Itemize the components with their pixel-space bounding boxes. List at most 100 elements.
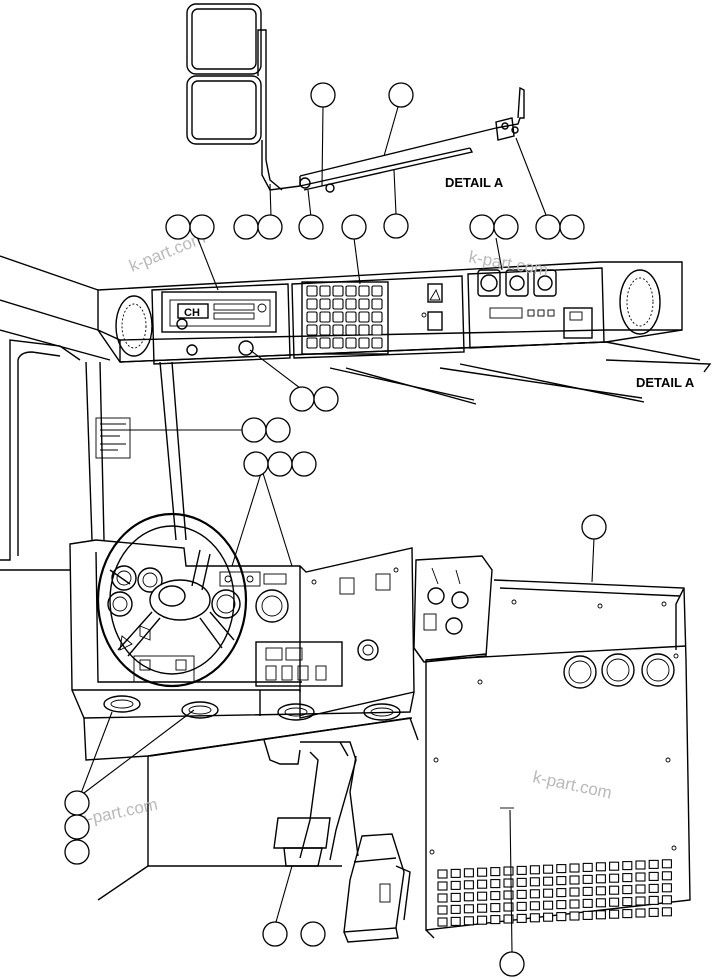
grille-slot (490, 915, 501, 925)
grille-slot (556, 900, 567, 910)
grille-slot (516, 877, 527, 887)
side-switch-box (413, 555, 493, 663)
grille-slot (648, 871, 659, 881)
grille-slot (463, 916, 474, 926)
grille-slot (609, 873, 620, 883)
grille-slot (622, 861, 633, 871)
callout-balloon (469, 214, 495, 240)
grille-slot (503, 866, 514, 876)
grille-slot (516, 913, 527, 923)
keypad-key (306, 324, 318, 336)
keypad-key (319, 337, 331, 349)
callout-balloon (262, 921, 288, 947)
keypad-key (358, 298, 370, 310)
grille-slot (450, 892, 461, 902)
keypad-key (358, 324, 370, 336)
switch-panel (291, 275, 465, 359)
steering-wheel (96, 512, 248, 688)
keypad-key (345, 324, 357, 336)
grille-slot (543, 864, 554, 874)
grille-slot (503, 902, 514, 912)
keypad-key (371, 324, 383, 336)
callout-balloon (233, 214, 259, 240)
grille-slot (437, 917, 448, 927)
callout-balloon (298, 214, 324, 240)
cab-frame (0, 339, 187, 571)
leader-lines (79, 105, 595, 953)
grille-slot (635, 860, 646, 870)
grille-slot (463, 904, 474, 914)
dashboard (69, 512, 415, 761)
keypad-key (345, 285, 357, 297)
callout-balloon (64, 790, 90, 816)
keypad-key (332, 285, 344, 297)
callout-balloon (388, 82, 414, 108)
callout-balloon (241, 417, 267, 443)
grille-slot (609, 885, 620, 895)
callout-balloon (64, 814, 90, 840)
keypad-key (319, 298, 331, 310)
callout-balloon (535, 214, 561, 240)
hvac-grille (437, 859, 672, 927)
callout-balloon (257, 214, 283, 240)
callout-balloon (64, 839, 90, 865)
grille-slot (582, 898, 593, 908)
watermark: k-part.com (467, 247, 549, 280)
grille-slot (543, 912, 554, 922)
keypad-key (319, 311, 331, 323)
grille-slot (437, 893, 448, 903)
mirror-assembly (186, 3, 335, 193)
grille-slot (477, 903, 488, 913)
grille-slot (503, 914, 514, 924)
callout-balloon (267, 451, 293, 477)
grille-slot (477, 879, 488, 889)
grille-slot (490, 891, 501, 901)
detail-a-label-right: DETAIL A (636, 375, 695, 390)
callout-balloon (291, 451, 317, 477)
grille-slot (661, 859, 672, 869)
keypad-key (358, 285, 370, 297)
grille-slot (661, 871, 672, 881)
callout-balloon (300, 921, 326, 947)
left-speaker (115, 295, 153, 357)
grille-slot (582, 910, 593, 920)
grille-slot (529, 889, 540, 899)
callout-balloon (165, 214, 191, 240)
callout-balloon (581, 514, 607, 540)
overhead-console: CH (0, 255, 712, 405)
keypad-key (358, 337, 370, 349)
grille-slot (648, 907, 659, 917)
grille-slot (529, 877, 540, 887)
callout-balloon (313, 386, 339, 412)
grille-slot (543, 900, 554, 910)
grille-slot (450, 880, 461, 890)
keypad-key (306, 311, 318, 323)
grille-slot (490, 867, 501, 877)
radio-display-text: CH (184, 307, 200, 319)
grille-slot (648, 859, 659, 869)
grille-slot (463, 880, 474, 890)
grille-slot (661, 907, 672, 917)
callout-balloons (64, 82, 607, 977)
grille-slot (661, 895, 672, 905)
grille-slot (582, 862, 593, 872)
callout-balloon (493, 214, 519, 240)
climate-control-module (467, 267, 605, 349)
grille-slot (595, 886, 606, 896)
keypad-key (345, 298, 357, 310)
keypad-key (332, 311, 344, 323)
grille-slot (595, 862, 606, 872)
grille-slot (543, 876, 554, 886)
keypad-key (371, 285, 383, 297)
grille-slot (635, 872, 646, 882)
keypad-key (345, 337, 357, 349)
callout-balloon (559, 214, 585, 240)
keypad-key (332, 298, 344, 310)
keypad-key (332, 337, 344, 349)
keypad-key (371, 311, 383, 323)
grille-slot (582, 874, 593, 884)
grille-slot (622, 873, 633, 883)
keypad-key (332, 324, 344, 336)
grille-slot (516, 901, 527, 911)
